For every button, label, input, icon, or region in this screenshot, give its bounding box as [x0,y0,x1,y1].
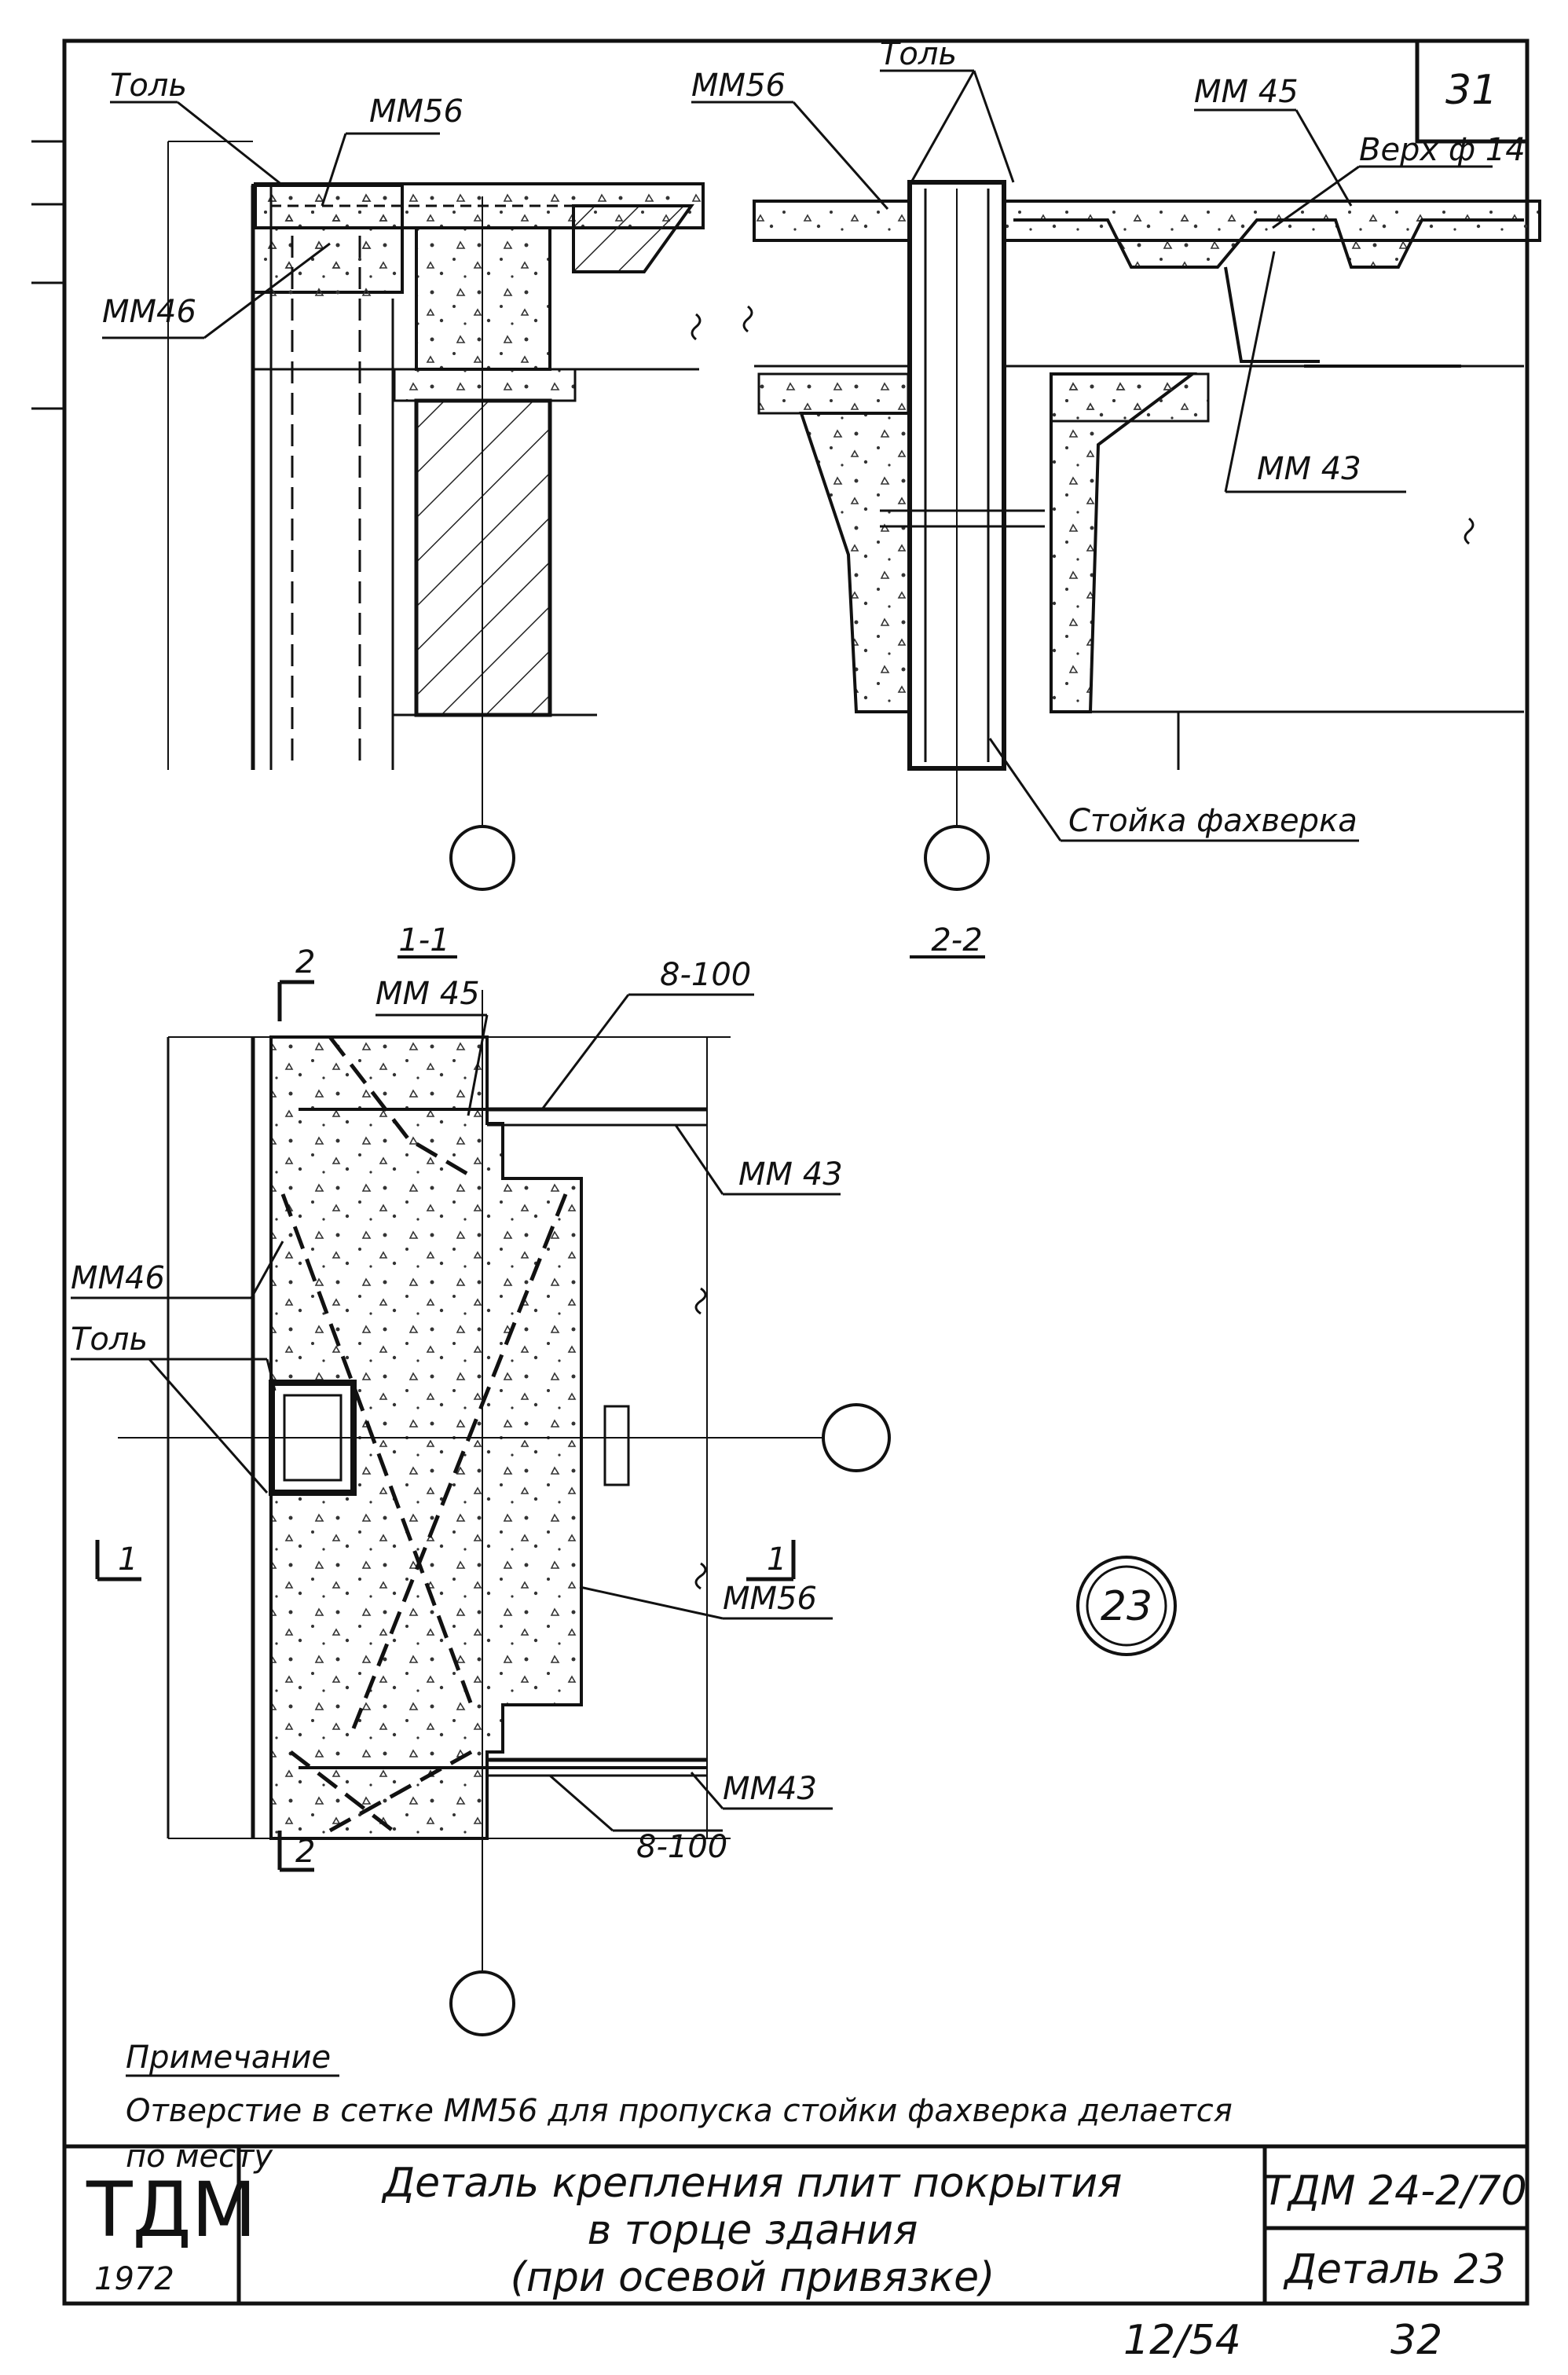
sheet-code-bottom: 12/54 [1123,2317,1241,2364]
callout-tol-mid: Толь [880,36,957,72]
sheet-frame [31,38,1530,2306]
title-block-year: 1972 [94,2261,174,2297]
callout-verkh: Верх ф 14 [1359,132,1526,168]
section-mark-1-left: 1 [118,1541,137,1578]
callout-leaders-2-2 [691,69,1493,842]
callout-mm46-left: ММ46 [102,294,196,330]
callout-leaders-plan [71,993,841,1832]
sheet-page-bottom: 32 [1390,2317,1442,2364]
callout-mm43-plan-bottom: ММ43 [723,1771,817,1807]
callout-stoika: Стойка фахверка [1068,803,1357,839]
title-block-code: ТДМ 24-2/70 [1263,2168,1527,2215]
section-2-2 [742,180,1541,891]
section-mark-2-bottom: 2 [295,1834,315,1870]
callout-mm43-top: ММ 43 [1257,451,1361,487]
title-block-logo: ТДМ [86,2166,256,2254]
title-line-3: (при осевой привязке) [511,2254,995,2301]
section-label-1-1: 1-1 [398,922,449,958]
section-mark-1-right: 1 [767,1541,786,1578]
callout-mm45-plan: ММ 45 [376,976,480,1012]
callout-mm43-plan-top: ММ 43 [738,1156,843,1193]
note-title: Примечание [126,2040,331,2076]
callout-tol-left: Толь [110,68,187,104]
callout-mm56-left: ММ56 [369,93,463,130]
title-block [64,2144,1527,2304]
callout-leaders-1-1 [102,101,440,339]
detail-mark [1076,1556,1177,1656]
section-mark-2-top: 2 [295,944,315,980]
callout-mm45-top: ММ 45 [1194,74,1299,110]
note-line-1: Отверстие в сетке ММ56 для пропуска стой… [126,2093,1233,2129]
section-label-2-2: 2-2 [931,922,982,958]
detail-mark-number: 23 [1101,1583,1152,1630]
title-block-detail: Деталь 23 [1283,2246,1505,2293]
plan-view [118,990,891,2036]
callout-mm46-plan: ММ46 [71,1260,165,1296]
section-1-1 [167,141,705,891]
section-cut-marks [95,980,796,1872]
title-line-1: Деталь крепления плит покрытия [382,2160,1123,2207]
callout-mm56-plan: ММ56 [723,1581,817,1617]
sheet-number: 31 [1445,67,1497,114]
title-line-2: в торце здания [588,2207,918,2254]
callout-step-top: 8-100 [660,957,751,993]
callout-tol-plan: Толь [71,1321,148,1358]
callout-mm56-mid: ММ56 [691,68,786,104]
callout-step-bottom: 8-100 [636,1829,727,1865]
